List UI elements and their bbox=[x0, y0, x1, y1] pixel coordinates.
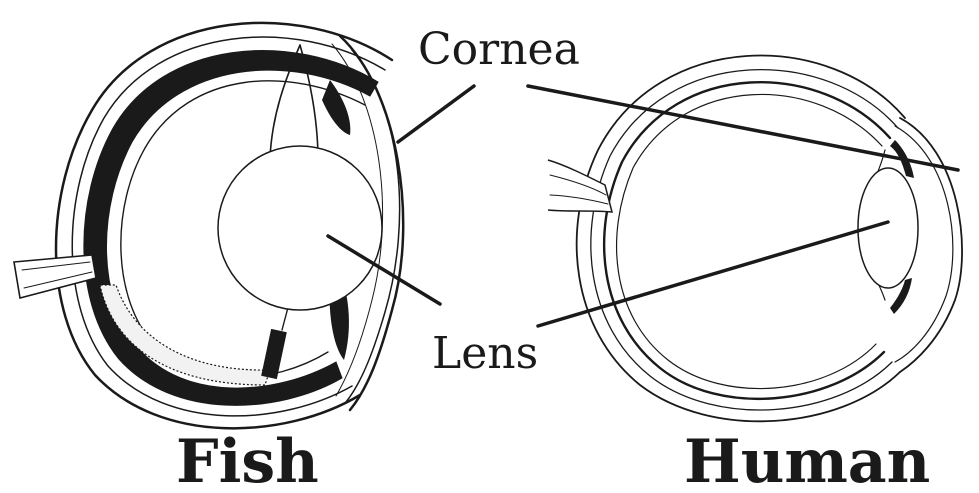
fish-title: Fish bbox=[176, 427, 319, 493]
cornea-label: Cornea bbox=[418, 24, 580, 75]
fish-iris-upper bbox=[322, 80, 350, 135]
fish-optic-nerve bbox=[14, 255, 96, 298]
cornea-leader-human bbox=[528, 86, 958, 170]
human-eye bbox=[548, 56, 962, 422]
fish-lens bbox=[218, 146, 382, 310]
human-optic-nerve bbox=[548, 160, 612, 212]
fish-eye bbox=[14, 23, 403, 428]
fish-tapetum bbox=[100, 285, 270, 385]
cornea-leader-fish bbox=[398, 86, 474, 142]
human-title: Human bbox=[684, 427, 930, 493]
lens-label: Lens bbox=[432, 328, 538, 379]
